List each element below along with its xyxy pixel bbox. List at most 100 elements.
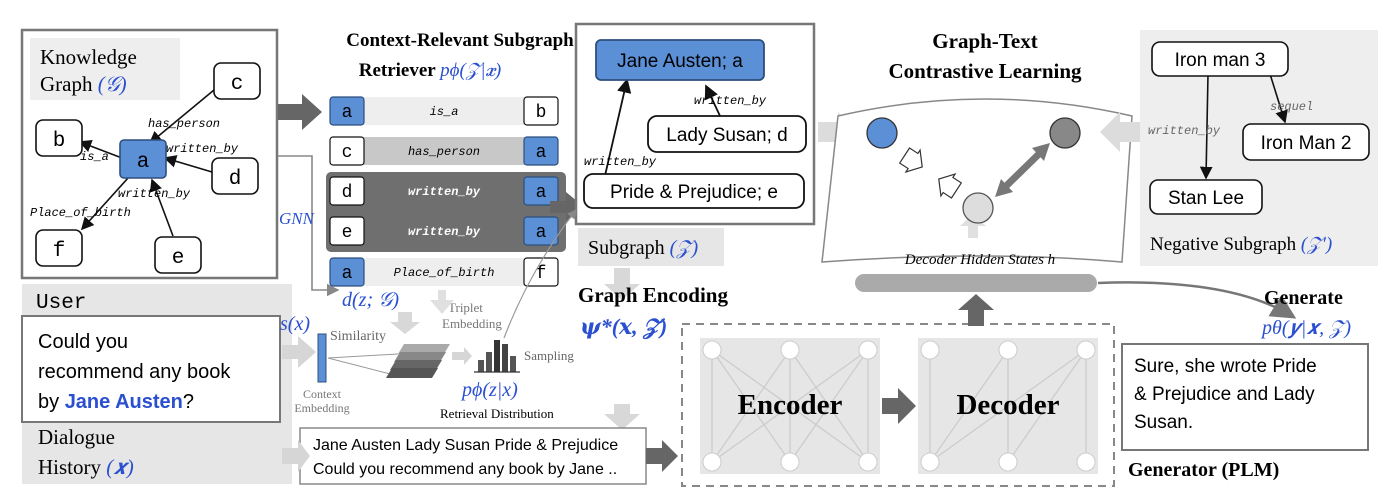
svg-text:Stan Lee: Stan Lee [1168,188,1244,209]
edge-label-place-of-birth: Place_of_birth [30,206,131,220]
encoding-input-line1: Jane Austen Lady Susan Pride & Prejudice [313,437,618,454]
svg-text:a: a [536,183,547,203]
negative-node-iron-man-3: Iron man 3 [1151,41,1289,77]
history-label-2: History (𝒙) [38,455,134,479]
encoding-input-line2: Could you recommend any book by Jane .. [313,461,617,478]
svg-text:e: e [172,247,185,270]
svg-text:b: b [53,130,66,153]
arrow-encoder-to-decoder [882,388,916,424]
edge-written-by-d [163,155,213,173]
kg-title: Knowledge [40,45,137,69]
context-label-2: Embedding [294,401,349,415]
triplet-row-4: e written_by a [329,216,559,246]
negative-node-stan-lee: Stan Lee [1149,179,1263,215]
retriever-title: Context-Relevant Subgraph [346,30,574,51]
triplet-label-2: Embedding [442,316,502,331]
kg-node-b: b [35,119,83,157]
svg-text:Iron Man 2: Iron Man 2 [1261,133,1352,154]
negative-edge-sequel: sequel [1270,100,1313,114]
generator-label: Generator (PLM) [1128,459,1279,481]
subgraph-edge-written-by-1: written_by [694,94,767,108]
graph-encoding-title: Graph Encoding [578,283,728,307]
retrieval-label: Retrieval Distribution [440,406,554,421]
decoder-block: Decoder [918,338,1098,474]
push-arrow [999,147,1046,193]
encoder-block: Encoder [700,338,880,474]
history-label-1: Dialogue [38,425,115,449]
negative-edge-written-by: written_by [1148,124,1221,138]
generate-formula: pθ(𝒚|𝒙, 𝒵) [1260,317,1351,339]
retrieval-histogram [474,340,520,373]
hidden-state-circle [962,192,994,224]
sampling-label: Sampling [524,348,574,363]
subgraph-node-pride-prejudice: Pride & Prejudice; e [583,173,805,209]
triplet-row-3: d written_by a [329,176,559,206]
similarity-area: s(x) Context Embedding Similarity Triple… [280,209,577,421]
contrastive-title-2: Contrastive Learning [888,59,1082,83]
subgraph-node-jane-austen: Jane Austen; a [595,39,765,81]
arrow-encoding-down [604,404,640,430]
svg-text:Lady Susan; d: Lady Susan; d [666,125,787,146]
svg-text:has_person: has_person [408,145,480,159]
edge-label-written-by-d: written_by [166,142,239,156]
negative-label: Negative Subgraph (𝒵′) [1150,234,1332,255]
subgraph-label: Subgraph (𝒵) [588,237,699,259]
subgraph-edge-written-by-2: written_by [584,155,657,169]
dz-formula: d(z; 𝒢) [342,289,399,311]
arrow-kg-to-retriever [278,94,322,130]
svg-text:Pride & Prejudice; e: Pride & Prejudice; e [610,182,778,203]
svg-text:Jane Austen; a: Jane Austen; a [617,51,743,72]
edge-place-of-birth [80,177,129,231]
context-label-1: Context [303,387,342,401]
output-line1: Sure, she wrote Pride [1134,356,1317,377]
svg-text:a: a [536,143,547,163]
knowledge-graph-panel: Knowledge Graph (𝒢) has_person is_a writ… [20,28,279,280]
edge-label-has-person: has_person [148,117,220,131]
svg-text:a: a [342,103,353,123]
generator-panel: Encoder Decoder Generator (PLM) [681,323,1279,487]
edge-label-written-by-e: written_by [118,187,191,201]
generate-title: Generate [1264,287,1343,309]
decoder-hidden-bar [855,274,1097,292]
kg-node-c: c [213,62,261,100]
encoder-label: Encoder [738,389,843,421]
triplet-row-2: c has_person a [329,136,559,166]
kg-node-a: a [119,139,167,179]
edge-has-person [148,89,215,145]
svg-text:a: a [536,223,547,243]
edge-is-a [78,140,123,159]
svg-text:c: c [231,73,244,96]
negative-node-iron-man-2: Iron Man 2 [1242,123,1370,161]
svg-text:d: d [342,183,353,203]
similarity-label: Similarity [330,329,386,344]
kg-node-d: d [211,157,259,195]
edge-written-by-e [149,178,174,237]
sampling-arrow [503,209,577,339]
generate-arrow [1097,281,1297,319]
positive-embedding-circle [866,117,898,149]
pz-formula: pϕ(z|x) [460,379,518,401]
user-label: User [36,292,86,315]
pull-arrow-2 [938,173,963,199]
arrow-subgraph-down [604,268,640,300]
subgraph-node-lady-susan: Lady Susan; d [647,115,807,153]
retriever-title-2: Retriever pϕ(𝒵|𝒙) [359,60,502,81]
contrastive-title: Graph-Text [932,29,1037,53]
decoder-hidden-label: Decoder Hidden States h [904,252,1055,268]
user-msg-line1: Could you [38,331,128,353]
triplet-label-1: Triplet [448,300,483,315]
kg-node-f: f [35,229,83,267]
generate-panel: Generate pθ(𝒚|𝒙, 𝒵) Sure, she wrote Prid… [1097,281,1369,451]
triplet-row-1: a is_a b [329,96,559,126]
kg-title-2: Graph (𝒢) [40,72,127,96]
arrow-decoder-to-hidden [958,294,994,326]
arrow-input-to-generator [646,440,678,472]
arrow-negative-to-contrastive [1100,112,1140,152]
svg-text:f: f [536,264,547,284]
user-panel: User Could you recommend any book by Jan… [21,284,292,484]
context-embedding-bar [317,333,327,383]
svg-text:Place_of_birth: Place_of_birth [394,266,495,280]
retriever-panel: Context-Relevant Subgraph Retriever pϕ(𝒵… [326,30,574,287]
contrastive-panel: Graph-Text Contrastive Learning Decoder … [821,29,1133,292]
